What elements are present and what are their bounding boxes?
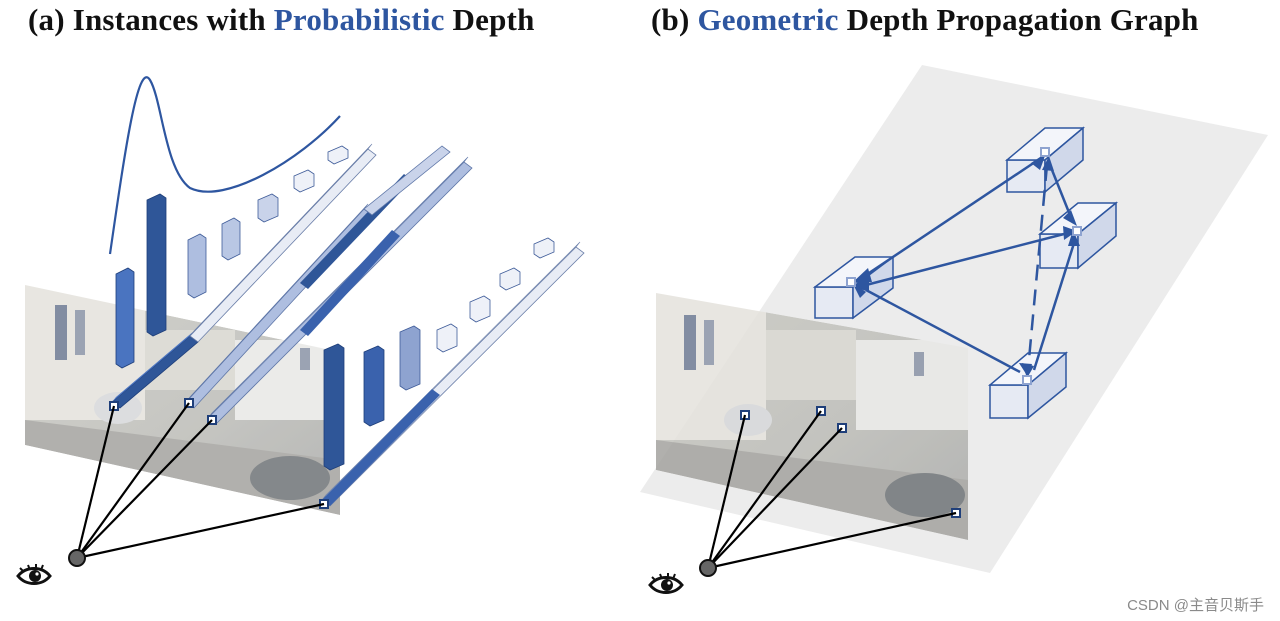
depth-ray-1 — [111, 143, 377, 409]
street-scene-image — [25, 285, 340, 515]
depth-ray-4 — [321, 241, 585, 507]
camera-center — [699, 559, 717, 577]
sight-lines — [75, 402, 325, 560]
panel-b-title-suffix: Depth Propagation Graph — [838, 2, 1199, 37]
panel-a-title: (a) Instances with Probabilistic Depth — [28, 2, 535, 38]
graph-node — [1040, 147, 1050, 157]
panel-b-title-highlight: Geometric — [697, 2, 839, 37]
depth-distribution-bars-2 — [323, 237, 555, 471]
sight-lines — [706, 410, 957, 570]
camera-center — [68, 549, 86, 567]
graph-node — [1022, 375, 1032, 385]
eye-icon — [16, 564, 52, 585]
depth-distribution-bars-1 — [115, 145, 349, 369]
panel-b — [640, 65, 1268, 594]
panel-a-title-prefix: (a) Instances with — [28, 2, 274, 37]
graph-node — [846, 277, 856, 287]
box-3d-bottom — [987, 351, 1069, 420]
eye-icon — [648, 573, 684, 594]
depth-ray-3 — [207, 156, 473, 425]
panel-a-title-highlight: Probabilistic — [273, 2, 445, 37]
panel-a-title-suffix: Depth — [444, 2, 535, 37]
graph-arrowheads — [852, 153, 1080, 378]
watermark: CSDN @主音贝斯手 — [1127, 597, 1264, 614]
panel-b-title: (b) Geometric Depth Propagation Graph — [651, 2, 1199, 38]
depth-ray-2 — [185, 145, 451, 409]
depth-probability-curve — [108, 76, 341, 255]
panel-b-title-prefix: (b) — [651, 2, 698, 37]
graph-node — [1072, 226, 1082, 236]
panel-a — [16, 76, 585, 585]
